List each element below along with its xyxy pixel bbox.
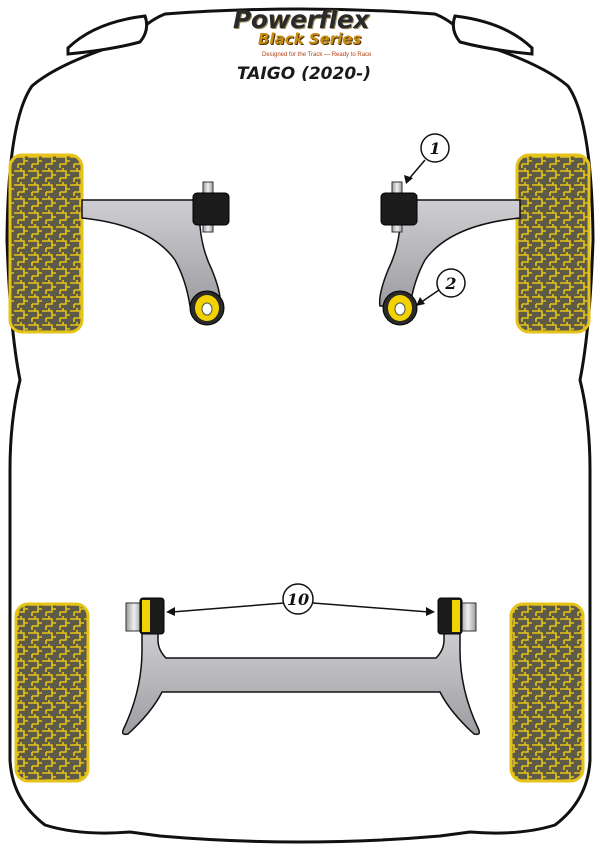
callout-1: 1 bbox=[404, 133, 450, 184]
brand-series: Black Series bbox=[258, 30, 362, 48]
rear-left-arb-bushing bbox=[125, 597, 165, 635]
car-body-outline bbox=[5, 7, 595, 844]
front-left-rear-bushing bbox=[189, 290, 225, 326]
callout-2-label: 2 bbox=[444, 274, 456, 293]
front-right-rear-bushing bbox=[382, 290, 418, 326]
rear-anti-roll-bar bbox=[121, 627, 481, 736]
brand-name: Powerflex bbox=[233, 5, 369, 34]
front-left-tire bbox=[8, 153, 84, 334]
brand-tagline: Designed for the Track — Ready to Race bbox=[262, 52, 372, 58]
front-right-inner-bushing bbox=[380, 181, 418, 233]
callout-2: 2 bbox=[416, 268, 466, 306]
front-left-inner-bushing bbox=[192, 181, 230, 233]
callout-1-label: 1 bbox=[429, 139, 440, 158]
rear-right-tire bbox=[509, 602, 585, 783]
model-title: TAIGO (2020-) bbox=[237, 64, 371, 84]
front-right-tire bbox=[515, 153, 591, 334]
callout-10-label: 10 bbox=[287, 590, 309, 609]
rear-left-tire bbox=[14, 602, 90, 783]
powerflex-logo: Powerflex Black Series Designed for the … bbox=[218, 5, 384, 59]
callout-10: 10 bbox=[166, 583, 435, 616]
rear-right-arb-bushing bbox=[437, 597, 477, 635]
left-headlight bbox=[66, 14, 149, 56]
right-headlight bbox=[451, 14, 534, 56]
